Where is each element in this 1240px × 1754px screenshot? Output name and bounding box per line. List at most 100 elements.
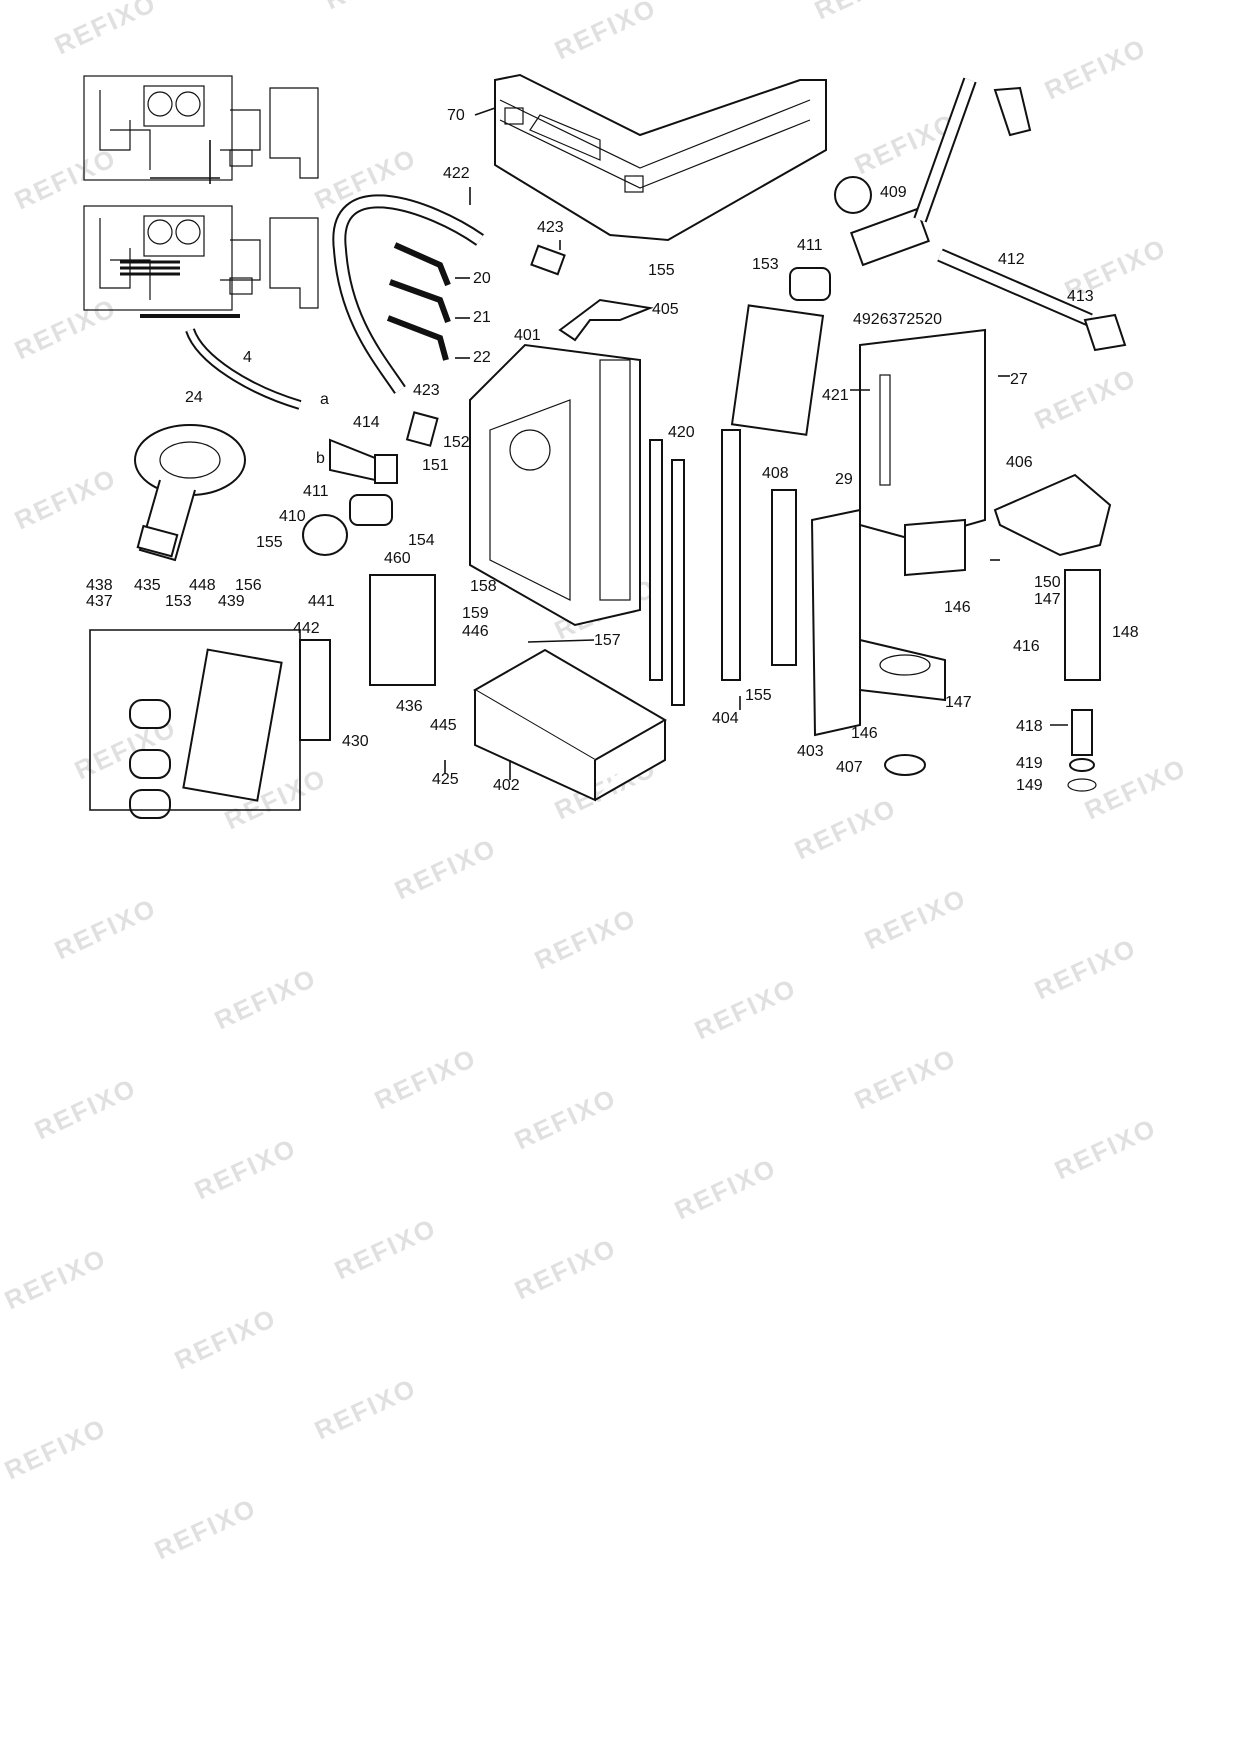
part-label: 422 (443, 165, 470, 182)
part-label: 21 (473, 309, 491, 326)
watermark-text: REFIXO (790, 792, 901, 865)
part-410-knob (302, 514, 348, 556)
watermark-text: REFIXO (850, 1042, 961, 1115)
part-label: 20 (473, 270, 491, 287)
part-401-main-housing (469, 343, 641, 627)
part-423-fitting-top (530, 244, 566, 276)
part-label: 425 (432, 771, 459, 788)
part-label: b (316, 450, 325, 467)
part-label: 405 (652, 301, 679, 318)
part-label: 4 (243, 349, 252, 366)
part-403-slide (810, 508, 946, 737)
part-405-bracket (558, 298, 654, 342)
part-label: 153 (752, 256, 779, 273)
part-70-carry-case (494, 73, 827, 242)
doc-number: 4926372520 (853, 311, 942, 328)
watermark-text: REFIXO (310, 1372, 421, 1445)
part-label: 418 (1016, 718, 1043, 735)
part-149-circlip (1067, 778, 1097, 792)
part-label: 412 (998, 251, 1025, 268)
part-436-control-unit (369, 574, 436, 686)
watermark-text: REFIXO (1030, 362, 1141, 435)
part-416-sleeve (1064, 569, 1101, 681)
part-421-cover-plate (730, 304, 825, 436)
watermark-text: REFIXO (510, 1232, 621, 1305)
part-label: 441 (308, 593, 335, 610)
part-label: a (320, 391, 329, 408)
part-label: 414 (353, 414, 380, 431)
watermark-text: REFIXO (1040, 32, 1151, 105)
inset-frame (89, 629, 301, 811)
watermark-text: REFIXO (330, 1212, 441, 1285)
watermark-text: REFIXO (150, 1492, 261, 1565)
watermark-text: REFIXO (30, 1072, 141, 1145)
watermark-text: REFIXO (10, 462, 121, 535)
watermark-text: REFIXO (510, 1082, 621, 1155)
part-label: 147 (1034, 591, 1061, 608)
watermark-text: REFIXO (1080, 752, 1191, 825)
part-label: 416 (1013, 638, 1040, 655)
parts-20-22-hex-keys (386, 242, 451, 361)
part-27-column-housing (859, 328, 986, 577)
part-label: 150 (1034, 574, 1061, 591)
part-label: 401 (514, 327, 541, 344)
part-label: 155 (256, 534, 283, 551)
part-label: 159 (462, 605, 489, 622)
part-label: 409 (880, 184, 907, 201)
part-418-spring (1071, 709, 1093, 756)
part-label: 152 (443, 434, 470, 451)
watermark-text: REFIXO (50, 0, 161, 60)
part-label: 448 (189, 577, 216, 594)
watermark-text: REFIXO (550, 0, 661, 65)
part-420-strip-a (649, 439, 663, 681)
part-label: 24 (185, 389, 203, 406)
part-24-strap (134, 424, 246, 562)
part-label: 423 (413, 382, 440, 399)
part-label: 156 (235, 577, 262, 594)
part-label: 29 (835, 471, 853, 488)
watermark-text: REFIXO (810, 0, 921, 25)
part-label: 157 (594, 632, 621, 649)
watermark-text: REFIXO (0, 1412, 111, 1485)
watermark-text: REFIXO (670, 1152, 781, 1225)
part-label: 70 (447, 107, 465, 124)
watermark-text: REFIXO (690, 972, 801, 1045)
part-label: 421 (822, 387, 849, 404)
part-label: 411 (303, 483, 329, 500)
watermark-text: REFIXO (170, 1302, 281, 1375)
part-label: 439 (218, 593, 245, 610)
part-label: 446 (462, 623, 489, 640)
watermark-text: REFIXO (370, 1042, 481, 1115)
part-label: 408 (762, 465, 789, 482)
part-4-power-cable (185, 328, 302, 410)
watermark-text: REFIXO (10, 142, 121, 215)
watermark-text: REFIXO (320, 0, 431, 15)
watermark-text: REFIXO (1050, 1112, 1161, 1185)
part-label: 435 (134, 577, 161, 594)
part-414-nozzle (329, 438, 382, 482)
part-label: 151 (422, 457, 449, 474)
part-402-magnet-base (473, 648, 667, 802)
part-411-cap-right (789, 267, 831, 301)
part-404-guide (721, 429, 741, 681)
part-label: 442 (293, 620, 320, 637)
part-label: 437 (86, 593, 113, 610)
part-label: 149 (1016, 777, 1043, 794)
watermark-text: REFIXO (0, 1242, 111, 1315)
part-label: 402 (493, 777, 520, 794)
part-label: 158 (470, 578, 497, 595)
part-430-switch-board (299, 639, 331, 741)
part-label: 436 (396, 698, 423, 715)
wiring-diagram-top (83, 75, 319, 184)
part-label: 404 (712, 710, 739, 727)
part-label: 146 (944, 599, 971, 616)
watermark-text: REFIXO (10, 292, 121, 365)
part-label: 430 (342, 733, 369, 750)
parts-437-push-buttons (129, 699, 171, 819)
watermark-text: REFIXO (390, 832, 501, 905)
part-406-bracket (993, 473, 1112, 557)
part-407-cap (884, 754, 926, 776)
part-413-grip (1083, 313, 1127, 352)
watermark-text: REFIXO (530, 902, 641, 975)
